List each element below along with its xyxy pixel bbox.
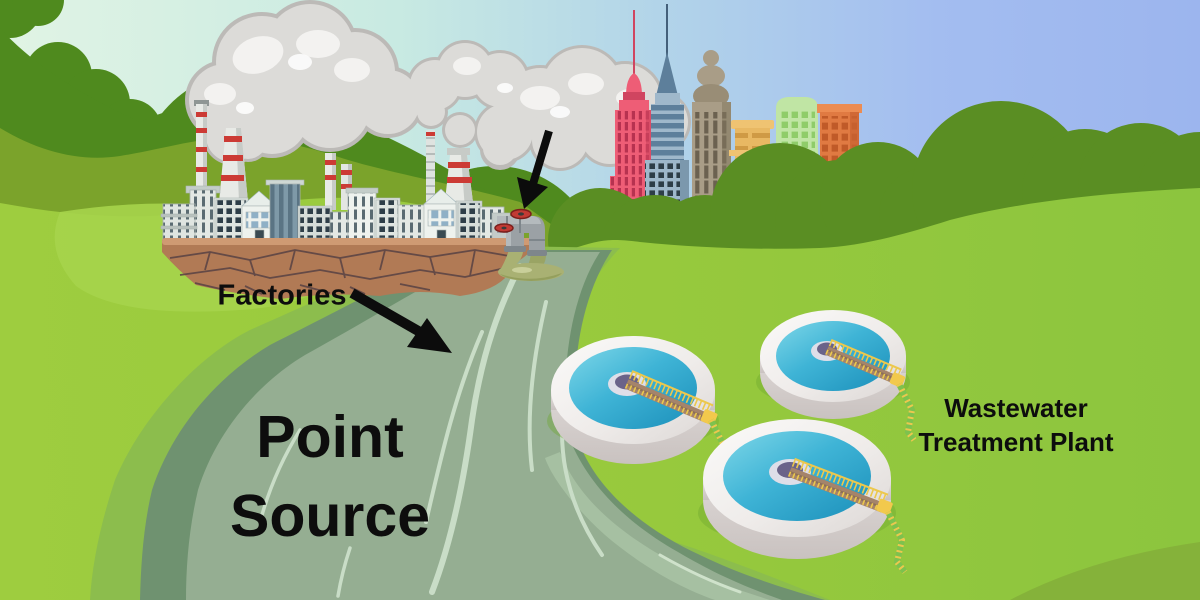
arrow-to-pipe-icon	[517, 129, 553, 209]
treatment-tanks	[547, 310, 917, 574]
river-inner-band	[545, 452, 770, 600]
arrow-factories-to-river-icon	[349, 288, 452, 353]
factory-smokestacks	[194, 100, 474, 215]
smokestack-icon	[325, 153, 336, 210]
effluent-stream	[500, 250, 523, 270]
treatment-plant-label: Wastewater Treatment Plant	[918, 391, 1113, 459]
factories-label: Factories	[217, 279, 347, 312]
effluent-highlight	[512, 267, 532, 273]
pipe-valve-icon	[494, 223, 514, 233]
clarifier-tank-2	[756, 310, 917, 442]
point-source-line2: Source	[229, 483, 431, 549]
river-body	[186, 252, 782, 600]
smokestack-icon	[426, 130, 435, 215]
tank-ladder	[885, 510, 908, 574]
effluent-pool	[498, 263, 564, 281]
river	[90, 245, 830, 600]
smokestack-icon	[219, 128, 248, 202]
field-shade-corner	[1010, 542, 1200, 600]
clarifier-tank-3	[698, 419, 908, 574]
river-streaks	[260, 263, 742, 598]
tank-ladder	[896, 382, 917, 442]
cracked-earth	[162, 238, 532, 299]
factory-complex	[160, 100, 532, 299]
point-source-label: Point Source	[230, 398, 430, 556]
annotation-arrows	[349, 129, 553, 353]
treatment-plant-line2: Treatment Plant	[918, 427, 1114, 457]
tank-bridge	[624, 370, 718, 426]
pipe-valve-icon	[510, 208, 532, 220]
point-source-line1: Point	[256, 404, 404, 470]
factory-buildings	[160, 179, 511, 241]
smokestack-icon	[194, 100, 209, 204]
smokestack-icon	[444, 148, 474, 210]
smokestack-icon	[341, 164, 352, 210]
treatment-plant-line1: Wastewater	[944, 393, 1088, 423]
effluent-pool-edge	[500, 273, 562, 281]
discharge-pipe	[494, 208, 564, 281]
